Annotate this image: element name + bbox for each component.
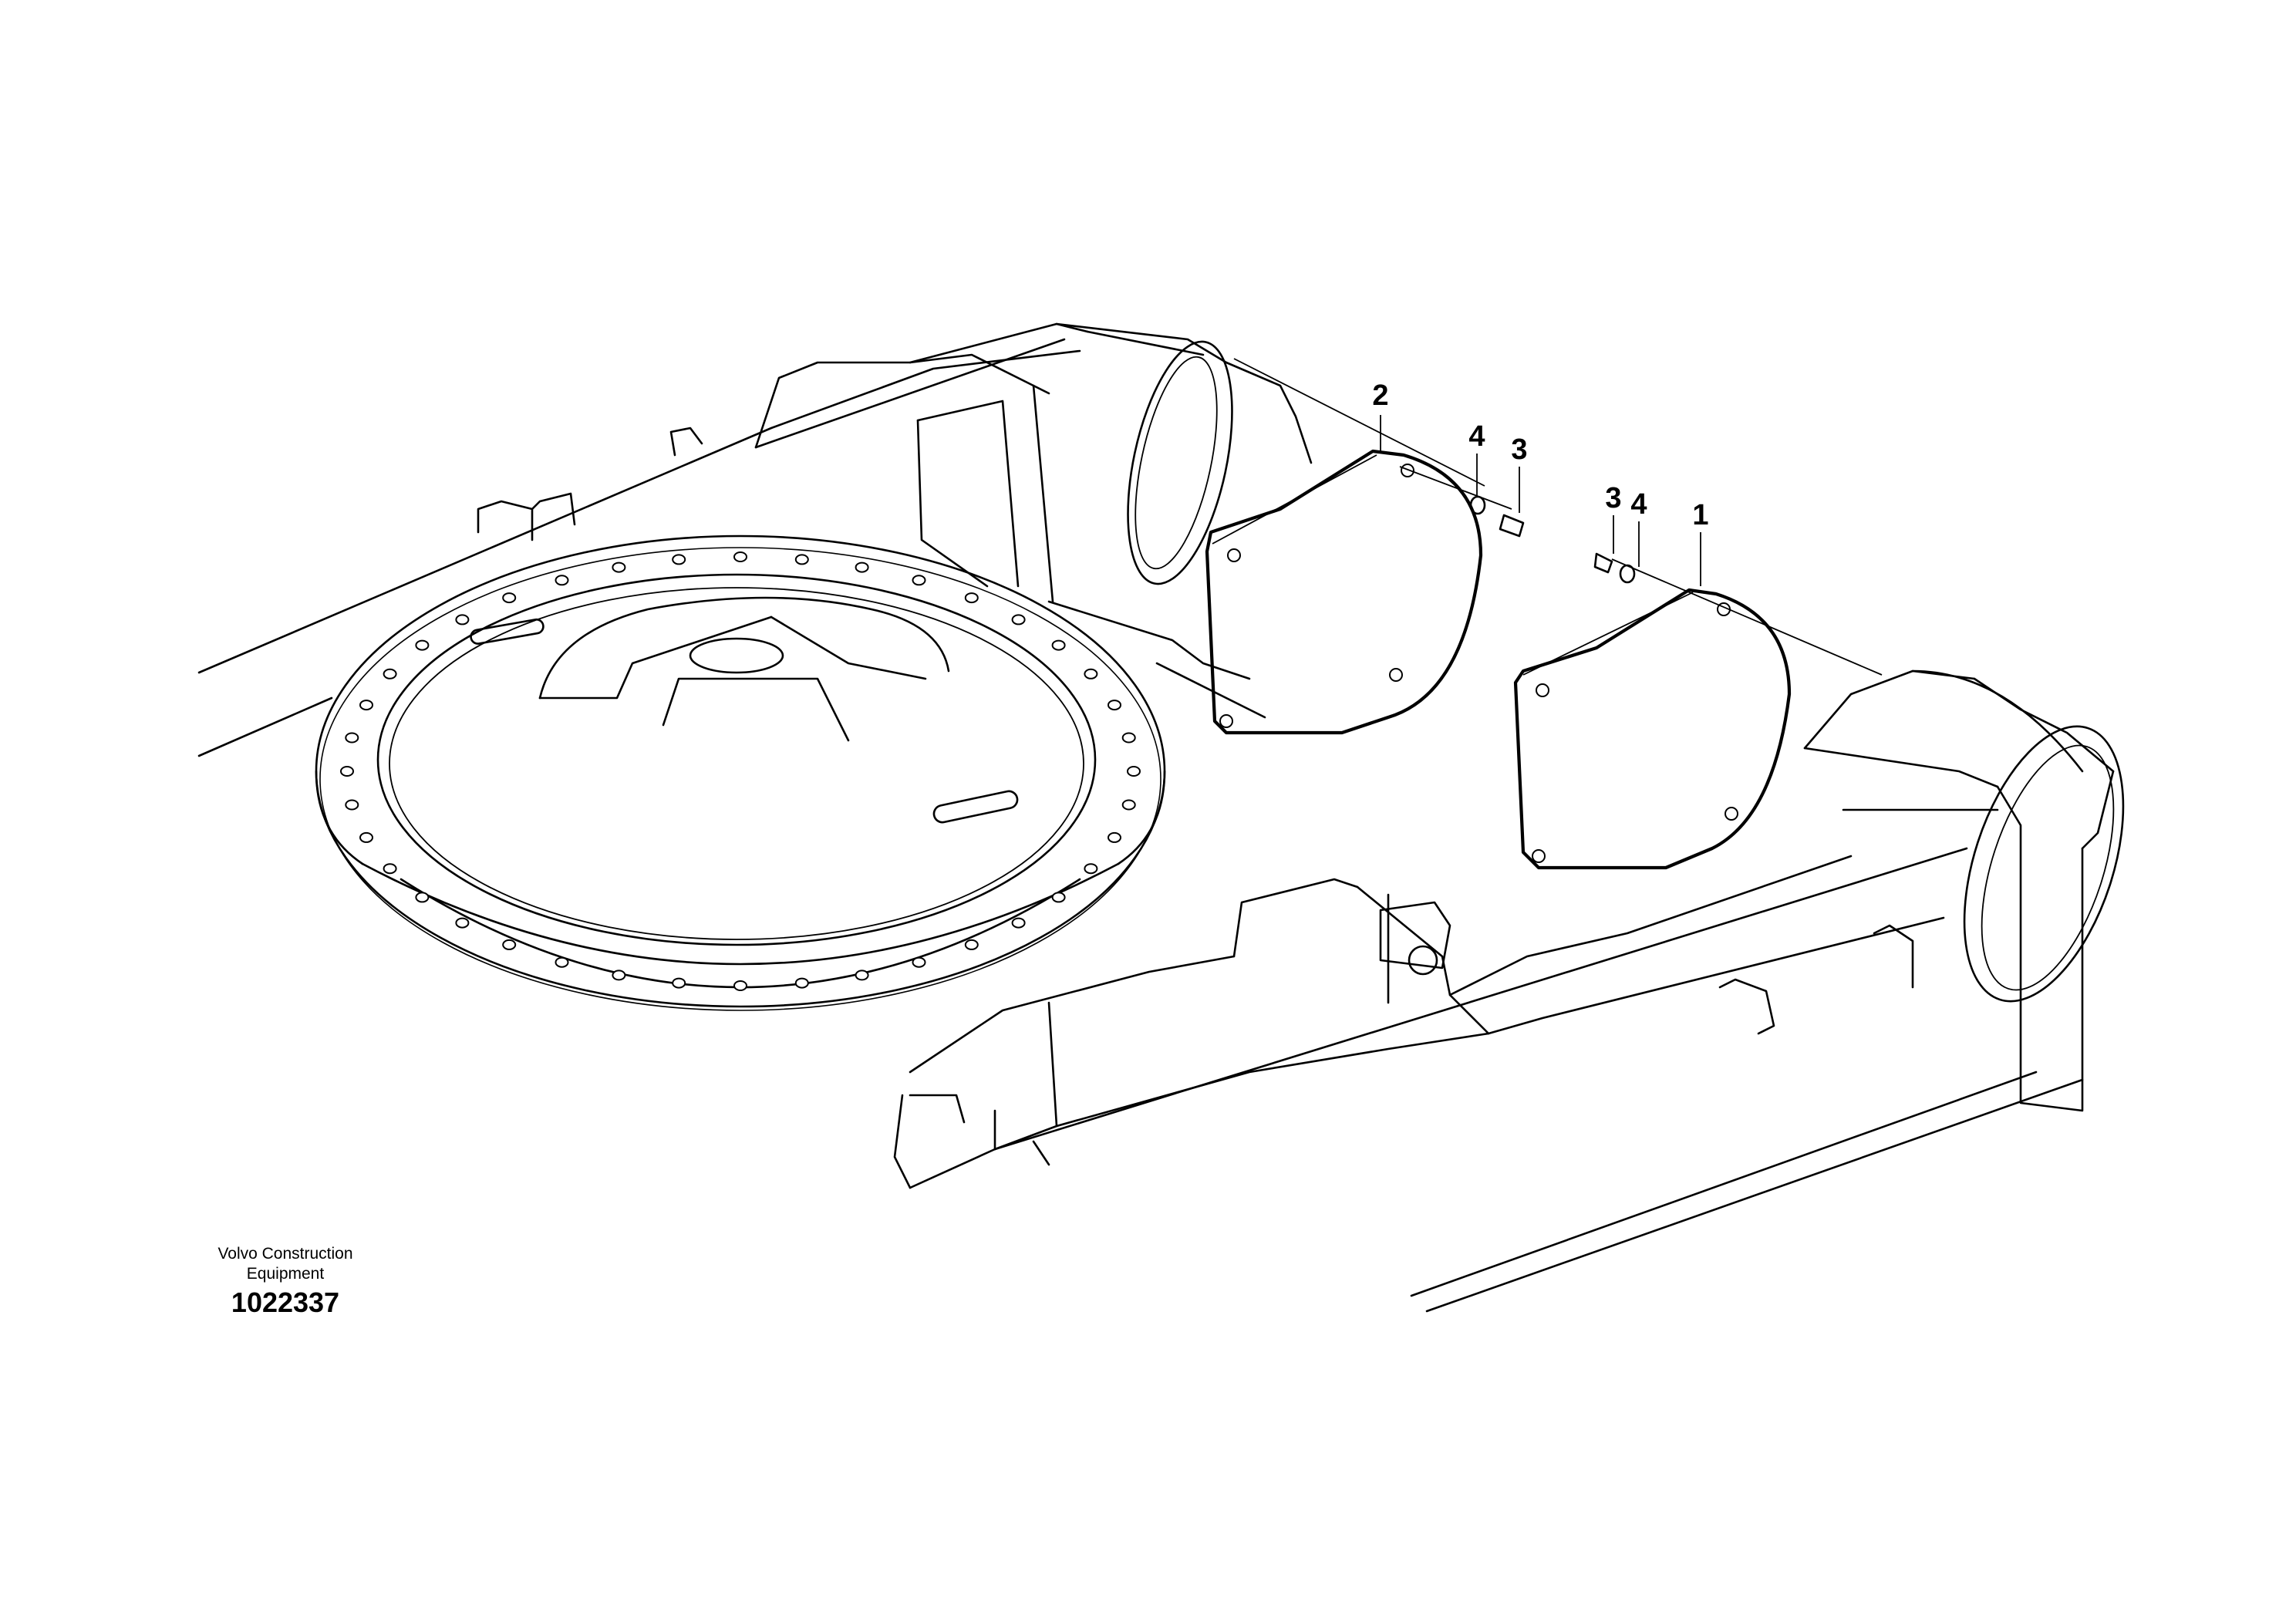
part-label-3-left: 3 xyxy=(1511,433,1527,466)
ring-bolt-hole xyxy=(455,614,470,626)
lower-frame-right xyxy=(893,669,2125,1313)
ring-bolt-hole xyxy=(455,917,470,929)
ring-bolt-hole xyxy=(1108,700,1121,711)
ring-bolt-hole xyxy=(1084,668,1098,679)
ring-bolt-hole xyxy=(502,939,517,950)
part-label-4-right: 4 xyxy=(1630,488,1647,521)
ring-bolt-hole xyxy=(733,980,747,991)
ring-bolt-hole xyxy=(855,969,869,981)
brand-name-line2: Equipment xyxy=(246,1265,325,1283)
ring-bolt-hole xyxy=(1121,732,1136,744)
ring-bolt-hole xyxy=(415,639,430,651)
ring-bolt-hole xyxy=(1011,614,1026,626)
ring-bolt-hole xyxy=(612,969,626,981)
ring-bolt-hole xyxy=(415,892,430,903)
brand-name-line1: Volvo Construction xyxy=(217,1245,353,1263)
ring-bolt-hole xyxy=(733,551,747,562)
ring-bolt-holes xyxy=(340,551,1141,991)
part-label-3-right: 3 xyxy=(1605,482,1621,514)
ring-bolt-hole xyxy=(612,561,626,573)
ring-bolt-hole xyxy=(672,554,686,565)
ring-bolt-hole xyxy=(1051,639,1066,651)
ring-bolt-hole xyxy=(964,939,979,950)
ring-bolt-hole xyxy=(383,863,397,875)
ring-bolt-hole xyxy=(1108,831,1121,843)
ring-bolt-hole xyxy=(964,592,979,604)
upper-frame-left xyxy=(197,322,1313,757)
ring-bolt-hole xyxy=(555,575,569,586)
ring-bolt-hole xyxy=(1011,917,1026,929)
cover-plate-1 xyxy=(1513,588,1792,870)
ring-bolt-hole xyxy=(345,799,359,811)
ring-bolt-hole xyxy=(672,977,686,989)
swing-ring xyxy=(315,534,1166,1011)
fasteners xyxy=(1233,358,1883,676)
part-label-2: 2 xyxy=(1372,379,1388,412)
part-label-4-left: 4 xyxy=(1468,420,1485,453)
ring-bolt-hole xyxy=(359,700,373,711)
ring-bolt-hole xyxy=(383,668,397,679)
drawing-number: 1022337 xyxy=(231,1286,340,1318)
ring-bolt-hole xyxy=(794,977,809,989)
part-label-1: 1 xyxy=(1692,499,1708,531)
ring-bolt-hole xyxy=(855,561,869,573)
ring-bolt-hole xyxy=(1084,863,1098,875)
ring-bolt-hole xyxy=(1127,766,1141,777)
ring-bolt-hole xyxy=(912,956,926,968)
ring-bolt-hole xyxy=(359,831,373,843)
ring-bolt-hole xyxy=(555,956,569,968)
cover-plate-2 xyxy=(1205,449,1483,735)
ring-bolt-hole xyxy=(1051,892,1066,903)
ring-bolt-hole xyxy=(912,575,926,586)
ring-bolt-hole xyxy=(340,766,354,777)
ring-bolt-hole xyxy=(345,732,359,744)
ring-bolt-hole xyxy=(502,592,517,604)
ring-bolt-hole xyxy=(1121,799,1136,811)
ring-bolt-hole xyxy=(794,554,809,565)
